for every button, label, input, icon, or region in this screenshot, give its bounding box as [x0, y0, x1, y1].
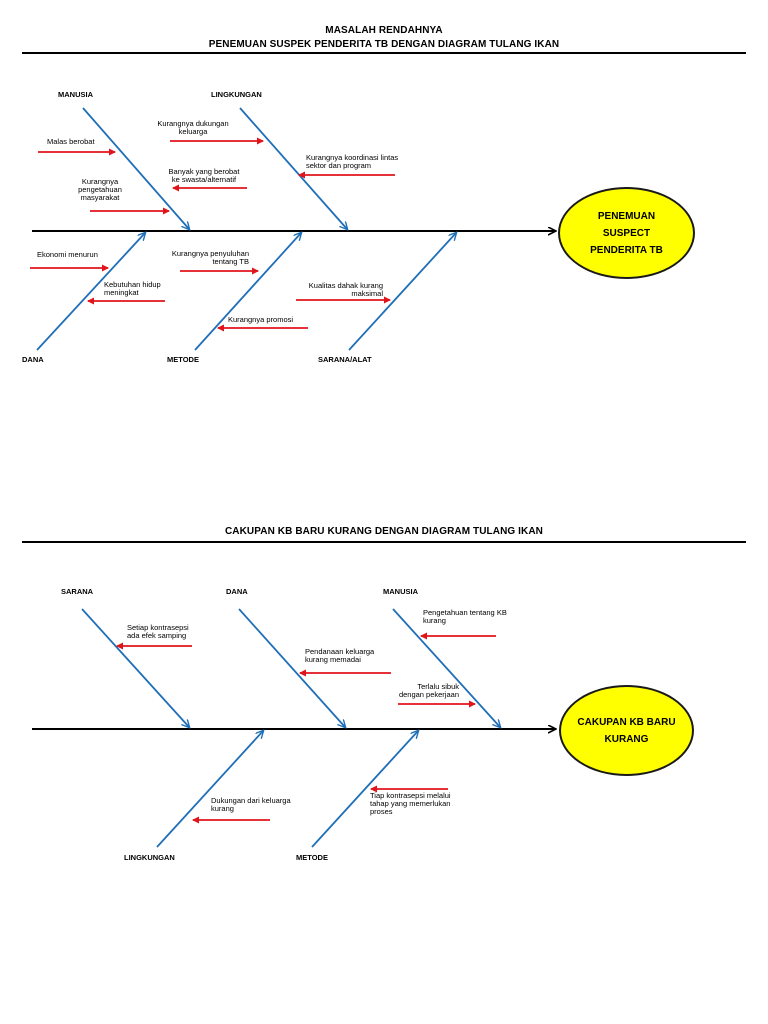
category-dana-2: DANA — [226, 587, 248, 596]
category-sarana-1: SARANA/ALAT — [318, 355, 372, 364]
bone-manusia-1 — [82, 107, 189, 229]
cause-promosi: Kurangnya promosi — [228, 315, 294, 324]
cause-dahak: Kualitas dahak kurang maksimal — [308, 281, 383, 298]
category-lingkungan-2: LINGKUNGAN — [124, 853, 175, 862]
effect-head-1: PENEMUAN SUSPECT PENDERITA TB — [558, 187, 695, 279]
category-lingkungan-1: LINGKUNGAN — [211, 90, 262, 99]
bone-metode-2 — [311, 731, 418, 848]
bone-lingkungan-1 — [239, 107, 347, 229]
bone-lingkungan-2 — [156, 731, 263, 848]
cause-malas: Malas berobat — [47, 137, 95, 146]
cause-kontrasepsi: Setiap kontrasepsi ada efek samping — [127, 623, 189, 640]
cause-ekonomi: Ekonomi menurun — [37, 250, 98, 259]
cause-pengetahuan-kb: Pengetahuan tentang KB kurang — [423, 608, 507, 625]
cause-pendanaan: Pendanaan keluarga kurang memadai — [305, 647, 375, 664]
category-sarana-2: SARANA — [61, 587, 94, 596]
bone-sarana-2 — [81, 608, 189, 727]
bone-sarana-1 — [348, 233, 456, 351]
cause-dukungan: Kurangnya dukungan keluarga — [157, 119, 229, 136]
category-metode-2: METODE — [296, 853, 328, 862]
cause-dukungan-2: Dukungan dari keluarga kurang — [211, 796, 291, 813]
category-metode-1: METODE — [167, 355, 199, 364]
cause-pengetahuan: Kurangnya pengetahuan masyarakat — [78, 177, 122, 202]
bone-dana-1 — [36, 233, 145, 351]
cause-kebutuhan: Kebutuhan hidup meningkat — [104, 280, 161, 297]
category-manusia-1: MANUSIA — [58, 90, 93, 99]
divider-2 — [22, 541, 746, 543]
diagram1-title-line1: MASALAH RENDAHNYA — [325, 25, 443, 36]
category-dana-1: DANA — [22, 355, 44, 364]
diagram2-title: CAKUPAN KB BARU KURANG DENGAN DIAGRAM TU… — [224, 526, 544, 537]
effect-head-2: CAKUPAN KB BARU KURANG — [559, 685, 694, 776]
cause-swasta: Banyak yang berobat ke swasta/alternatif — [168, 167, 240, 184]
bone-dana-2 — [238, 608, 345, 727]
bone-manusia-2 — [392, 608, 500, 727]
bone-metode-1 — [194, 233, 301, 351]
diagram1-title-line2: PENEMUAN SUSPEK PENDERITA TB DENGAN DIAG… — [208, 39, 560, 50]
cause-tahap: Tiap kontrasepsi melalui tahap yang meme… — [370, 791, 451, 816]
cause-koordinasi: Kurangnya koordinasi lintas sektor dan p… — [306, 153, 399, 170]
divider-1 — [22, 52, 746, 54]
cause-sibuk: Terlalu sibuk dengan pekerjaan — [398, 682, 459, 699]
cause-penyuluhan: Kurangnya penyuluhan tentang TB — [171, 249, 249, 266]
category-manusia-2: MANUSIA — [383, 587, 418, 596]
